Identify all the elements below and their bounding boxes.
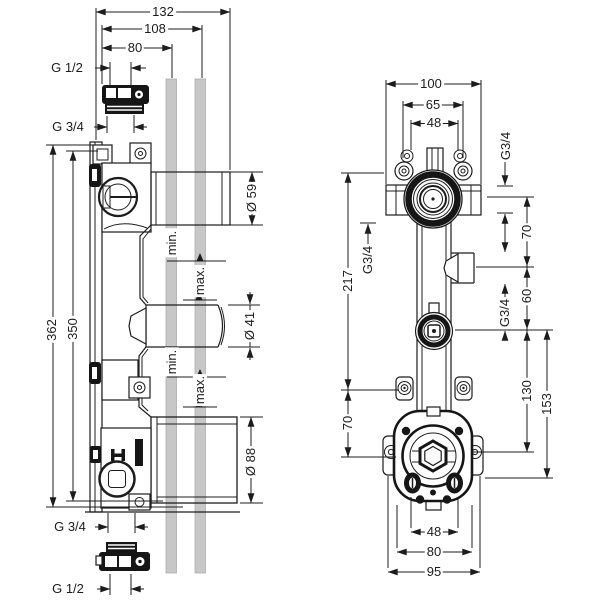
dia-mid-label: Ø 41 — [241, 309, 258, 343]
thread-bottom-label: G 1/2 — [50, 580, 86, 597]
thread-top-right-label: G3/4 — [497, 129, 514, 163]
dim-width-screws-label: 48 — [424, 114, 444, 131]
thread-outlet-label: G3/4 — [496, 296, 513, 330]
thread-lower-label: G 3/4 — [52, 518, 88, 535]
dim-spacing-edge-label: 153 — [538, 391, 555, 417]
pipe-right — [194, 78, 206, 574]
cylinder-59 — [150, 171, 231, 226]
thread-upper-label: G 3/4 — [50, 118, 86, 135]
dia-top-label: Ø 59 — [243, 181, 260, 215]
depth-max-label-1: max. — [191, 264, 208, 298]
thermostat-valve — [403, 169, 463, 229]
shut-off-valve — [382, 406, 484, 511]
dim-width-base-label: 95 — [424, 563, 444, 580]
fitting-bottom — [95, 542, 150, 571]
dim-spacing-mid-label: 60 — [518, 286, 535, 306]
outlet-port — [414, 302, 454, 351]
side-outlet-tag — [443, 252, 459, 284]
dim-spacing-left-label: 70 — [339, 413, 356, 433]
depth-min-label-2: min. — [163, 347, 180, 377]
dim-width-mid-label: 108 — [142, 20, 168, 37]
handle-mark — [111, 449, 125, 461]
depth-min-label-1: min. — [163, 228, 180, 258]
thread-top-label: G 1/2 — [49, 59, 85, 76]
dim-height-inner-label: 350 — [64, 316, 81, 342]
pipe-left — [165, 78, 177, 574]
dim-width-top-label: 100 — [418, 75, 444, 92]
dim-width-slots-label: 48 — [424, 523, 444, 540]
ibox-body — [150, 416, 238, 504]
dim-width-overall-label: 132 — [150, 3, 176, 20]
dim-width-body-label: 80 — [424, 543, 444, 560]
dia-bottom-label: Ø 88 — [242, 445, 259, 479]
thread-side-label: G3/4 — [359, 243, 376, 277]
side-view-body — [85, 85, 240, 571]
depth-max-label-2: max. — [191, 373, 208, 407]
fitting-top — [102, 85, 149, 114]
side-view-dimensions — [46, 8, 263, 595]
supply-pipes — [165, 78, 206, 574]
dim-spacing-lower-label: 130 — [518, 378, 535, 404]
dim-height-rail-label: 217 — [339, 268, 356, 294]
dim-width-mid-r-label: 65 — [423, 96, 443, 113]
front-view-body — [382, 147, 484, 511]
dim-spacing-top-label: 70 — [518, 222, 535, 242]
cylinder-41 — [145, 304, 218, 348]
lower-valve-port — [98, 460, 136, 498]
dim-height-overall-label: 362 — [43, 317, 60, 343]
mounting-rail — [416, 214, 452, 416]
dim-width-inner-label: 80 — [125, 39, 145, 56]
